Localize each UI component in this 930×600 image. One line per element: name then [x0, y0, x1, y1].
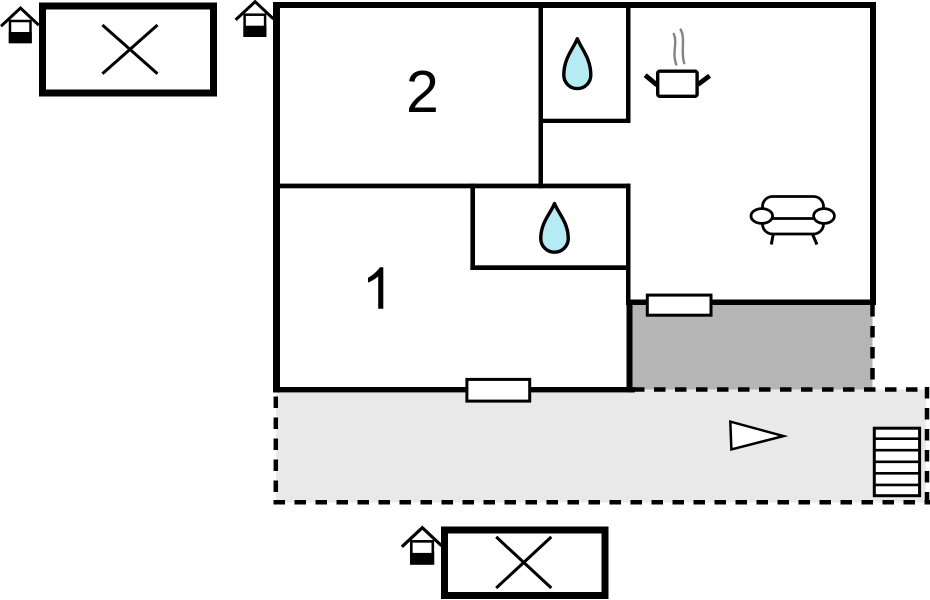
svg-text:2: 2: [406, 59, 439, 125]
